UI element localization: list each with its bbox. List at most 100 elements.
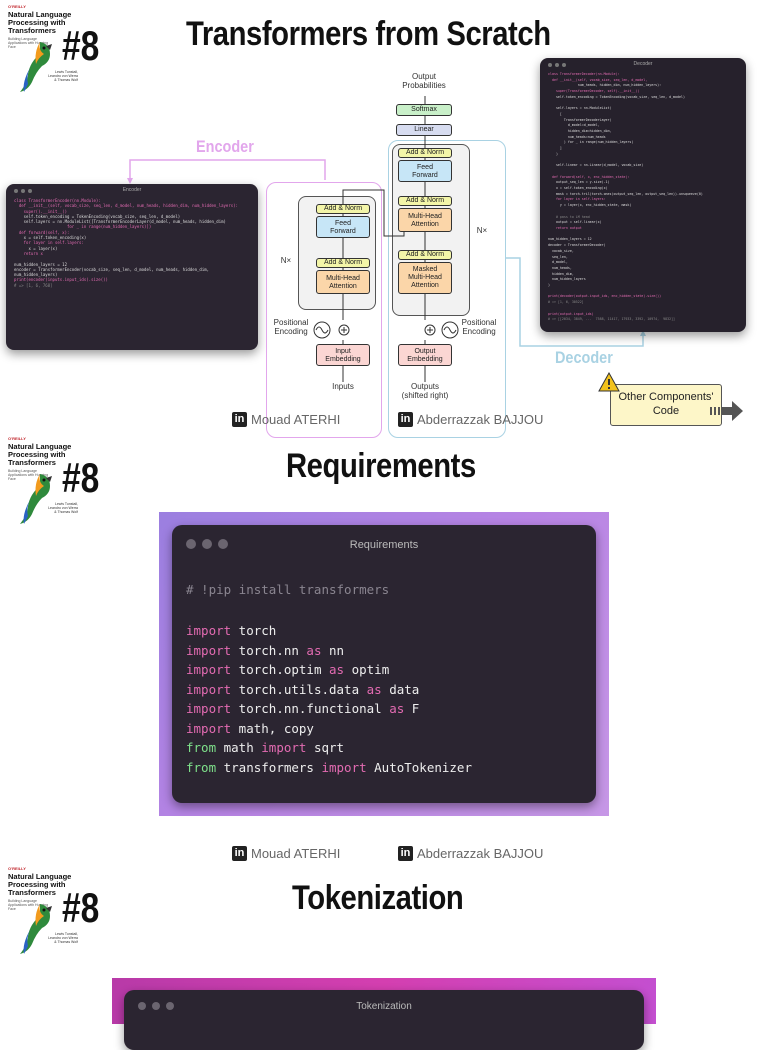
code-line: num_hidden_layers = 12 — [14, 261, 67, 267]
code-line: def forward(self, x): — [14, 229, 70, 235]
decoder-multi-head-attention: Multi-Head Attention — [398, 208, 452, 232]
transformer-diagram: Output Probabilities Softmax Linear Add … — [264, 66, 514, 438]
code-keyword: import — [261, 740, 307, 755]
window-controls — [14, 189, 32, 193]
author-row-2: in Abderrazzak BAJJOU — [398, 846, 543, 861]
encoder-nx-label: N× — [280, 256, 292, 265]
code-keyword: as — [389, 701, 405, 716]
code-keyword: import — [321, 759, 367, 775]
linkedin-icon: in — [232, 412, 247, 427]
parrot-illustration — [20, 474, 52, 524]
code-line: import math, copy — [186, 719, 472, 739]
code-line: # => [1, 6, 30522] — [548, 300, 584, 305]
decoder-label: Decoder — [555, 348, 613, 367]
linkedin-icon: in — [398, 412, 413, 427]
code-line: output_seq_len = y.size(-1) — [548, 180, 610, 185]
code-keyword: import — [186, 623, 232, 638]
encoder-label: Encoder — [196, 137, 254, 156]
code-token: math, copy — [231, 720, 314, 736]
book-cover: O'REILLY Natural Language Processing wit… — [8, 866, 108, 956]
decoder-code-window: Decoder class TransformerDecoder(nn.Modu… — [540, 58, 746, 332]
code-keyword: import — [186, 701, 232, 716]
code-line: self.linear = nn.Linear(d_model, vocab_s… — [548, 163, 644, 168]
window-controls — [138, 1002, 174, 1010]
code-keyword: import — [186, 662, 232, 677]
slide3-title: Tokenization — [292, 879, 464, 917]
book-authors: Lewis Tunstall, Leandro von Werra & Thom… — [48, 502, 78, 514]
code-token: nn — [321, 642, 345, 658]
code-token: torch.utils.data — [231, 681, 367, 697]
code-line: num_hidden_layers — [548, 277, 586, 282]
author-name[interactable]: Mouad ATERHI — [251, 846, 341, 861]
decoder-window-title: Decoder — [633, 61, 653, 67]
book-cover: O'REILLY Natural Language Processing wit… — [8, 436, 108, 526]
publisher-label: O'REILLY — [8, 866, 26, 871]
encoder-window-title: Encoder — [122, 187, 142, 193]
code-token: F — [404, 701, 420, 716]
code-line: super().__init__() — [14, 208, 67, 214]
parrot-illustration — [20, 904, 52, 954]
linkedin-icon: in — [398, 846, 413, 861]
code-line: num_hidden_layers) — [14, 272, 58, 278]
code-token: math — [216, 740, 262, 755]
code-line: self.layers = nn.ModuleList([Transformer… — [14, 219, 226, 225]
code-line: num_heads, — [548, 265, 572, 270]
code-token: data — [381, 681, 420, 697]
code-line: x = self.token_encoding(x) — [548, 186, 608, 191]
tokenization-window-title: Tokenization — [356, 1001, 412, 1012]
outputs-label: Outputs (shifted right) — [401, 382, 449, 400]
encoder-multi-head-attention: Multi-Head Attention — [316, 270, 370, 294]
other-components-label: Other Components' Code — [618, 391, 714, 417]
code-line: self.layers = nn.ModuleList( — [548, 106, 612, 111]
author-name[interactable]: Abderrazzak BAJJOU — [417, 846, 544, 861]
code-line: import torch — [186, 621, 472, 641]
code-line: num_heads, hidden_dim, num_hidden_layers… — [548, 83, 662, 88]
episode-number: #8 — [62, 454, 100, 501]
code-keyword: import — [186, 681, 232, 697]
book-subtitle: Building Language Applications with Hugg… — [8, 37, 49, 49]
encoder-code-window: Encoder class TransformerEncoder(nn.Modu… — [6, 184, 258, 350]
other-components-callout[interactable]: Other Components' Code — [610, 384, 722, 426]
episode-number: #8 — [62, 884, 100, 931]
parrot-illustration — [20, 42, 52, 92]
decoder-masked-multi-head-attention: Masked Multi-Head Attention — [398, 262, 452, 294]
decoder-code: class TransformerDecoder(nn.Module): def… — [540, 72, 746, 323]
publisher-label: O'REILLY — [8, 436, 26, 441]
publisher-label: O'REILLY — [8, 4, 26, 9]
decoder-positional-encoding-label: Positional Encoding — [461, 318, 497, 336]
decoder-feed-forward: Feed Forward — [398, 160, 452, 182]
code-line: from transformers import AutoTokenizer — [186, 758, 472, 778]
input-embedding-block: Input Embedding — [316, 344, 370, 366]
book-subtitle: Building Language Applications with Hugg… — [8, 899, 49, 911]
code-keyword: from — [186, 759, 217, 775]
output-embedding-block: Output Embedding — [398, 344, 452, 366]
code-line: mask = torch.tril(torch.ones(output_seq_… — [548, 191, 703, 196]
code-line: # => [[2034, 3849, ... 7588, 11417, 1793… — [548, 317, 676, 322]
code-line: TransformerDecoderLayer( — [548, 117, 612, 122]
linkedin-icon: in — [232, 846, 247, 861]
code-line: y = layer(x, enc_hidden_state, mask) — [548, 203, 632, 208]
code-token: torch.nn — [231, 642, 307, 658]
author-name[interactable]: Mouad ATERHI — [251, 412, 341, 427]
window-controls — [548, 63, 566, 67]
code-line: super(TransformerDecoder, self).__init__… — [548, 89, 640, 94]
decoder-stack-frame — [388, 140, 506, 438]
requirements-window-title: Requirements — [349, 539, 419, 551]
code-line: def __init__(self, vocab_size, seq_len, … — [14, 203, 238, 209]
author-name[interactable]: Abderrazzak BAJJOU — [417, 412, 544, 427]
encoder-feed-forward: Feed Forward — [316, 216, 370, 238]
decoder-add-norm-1: Add & Norm — [398, 148, 452, 158]
code-line: return output — [548, 225, 582, 230]
decoder-add-norm-3: Add & Norm — [398, 250, 452, 260]
code-line: class TransformerDecoder(nn.Module): — [548, 72, 620, 76]
code-line: seq_len, — [548, 254, 568, 259]
output-probabilities-label: Output Probabilities — [402, 72, 446, 90]
code-token: sqrt — [306, 740, 345, 755]
code-line: import torch.nn.functional as F — [186, 699, 472, 719]
code-keyword: as — [329, 662, 345, 677]
code-line: ) for _ in range(num_hidden_layers) — [548, 140, 634, 145]
code-line: x = self.token_encoding(x) — [14, 235, 87, 241]
arrow-right-icon — [710, 401, 743, 421]
encoder-sine-icon — [313, 321, 350, 339]
window-controls — [186, 539, 228, 549]
